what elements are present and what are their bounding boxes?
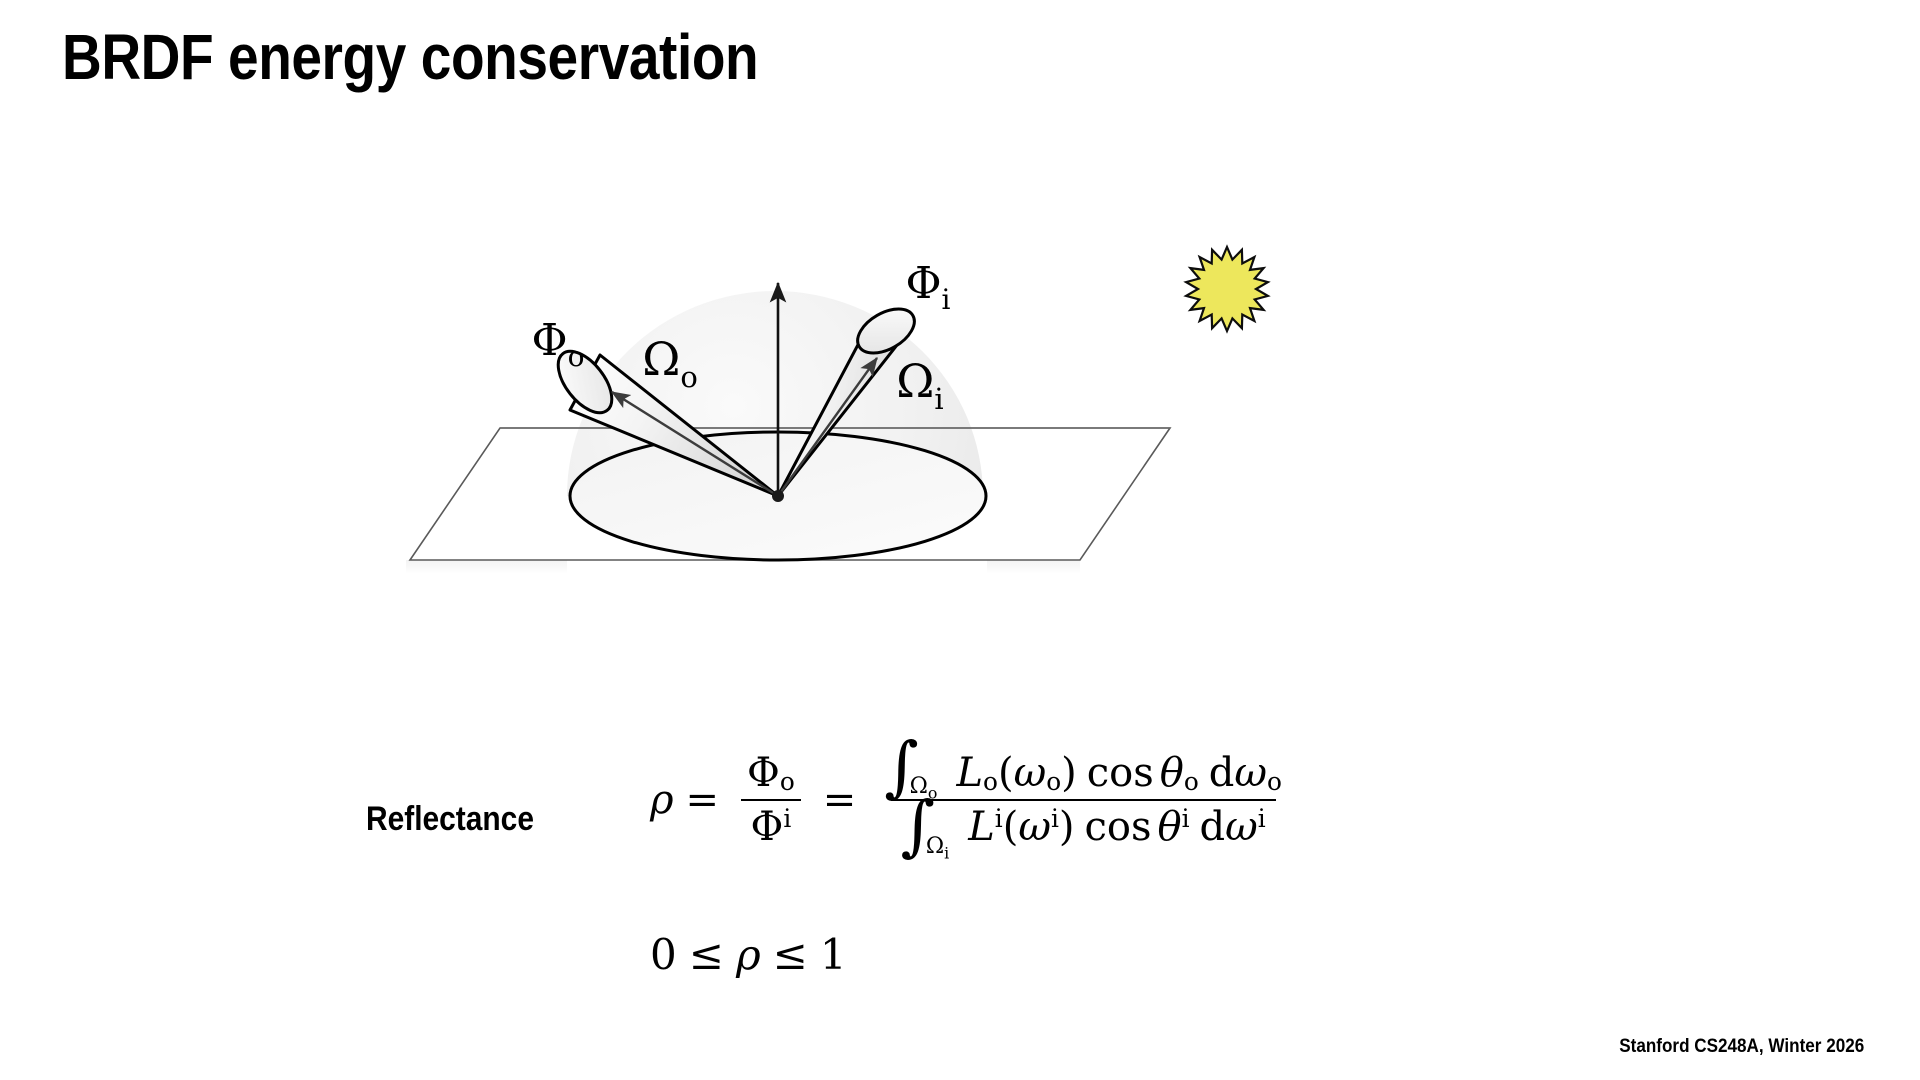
label-omega-in: Ωi — [896, 354, 943, 416]
numerator-integral: ∫Ωo — [884, 733, 946, 802]
radiance-out-symbol: L — [956, 750, 984, 797]
cos-in: cos — [1084, 804, 1152, 851]
slide-footer: Stanford CS248A, Winter 2026 — [1618, 1036, 1864, 1057]
radiance-in-subscript: i — [994, 804, 1003, 834]
incoming-solid-angle-cone — [776, 307, 916, 498]
phi-in-subscript: i — [783, 804, 792, 834]
outgoing-solid-angle-cone — [556, 349, 780, 498]
outgoing-cone-cap — [556, 349, 614, 415]
eq-rho: ρ — [650, 777, 674, 824]
omega-in-symbol: ω — [1018, 804, 1051, 851]
cos-out: cos — [1086, 750, 1154, 797]
theta-out-subscript: o — [1183, 767, 1199, 797]
d-omega-out-subscript: o — [1267, 767, 1282, 797]
page-title: BRDF energy conservation — [62, 21, 759, 93]
phi-out-subscript: o — [779, 767, 795, 797]
theta-in-symbol: θ — [1157, 804, 1182, 851]
radiance-out-subscript: o — [983, 767, 998, 797]
integral-limit-denominator: Ωi — [925, 833, 950, 862]
eq-equals-2: = — [822, 777, 857, 824]
reflectance-label: Reflectance — [366, 800, 534, 838]
d-omega-out-symbol: ω — [1234, 750, 1268, 797]
range-zero: 0 — [650, 930, 677, 979]
theta-out-symbol: θ — [1159, 750, 1184, 797]
omega-out-subscript: o — [1046, 767, 1062, 797]
sun-disc — [1201, 263, 1253, 315]
range-one: 1 — [819, 930, 847, 979]
sun-icon — [1183, 244, 1271, 334]
denominator-integral: ∫Ωi — [901, 793, 959, 862]
incoming-cone-cap — [856, 307, 916, 355]
phi-in-symbol: Φ — [750, 804, 784, 851]
integral-limit-numerator: Ωo — [909, 774, 938, 803]
d-omega-in-subscript: i — [1257, 804, 1266, 834]
numerator-close-paren: ) — [1061, 750, 1077, 797]
integral-sign-denominator: ∫ — [900, 787, 935, 865]
range-rho: ρ — [735, 930, 761, 979]
eq-equals-1: = — [685, 777, 720, 824]
integral-sign-numerator: ∫ — [884, 728, 919, 805]
outgoing-direction-arrow — [610, 390, 779, 498]
label-phi-in: Φi — [905, 258, 950, 316]
d-omega-in-symbol: ω — [1225, 804, 1258, 851]
omega-out-symbol: ω — [1013, 750, 1047, 797]
reflectance-range-inequality: 0 ≤ ρ ≤ 1 — [650, 930, 847, 979]
range-le-2: ≤ — [772, 930, 808, 979]
denominator-open-paren: ( — [1002, 804, 1019, 851]
theta-in-subscript: i — [1181, 804, 1190, 834]
brdf-hemisphere-diagram: Φo Ωo Φi Ωi — [380, 170, 1440, 600]
denominator-close-paren: ) — [1058, 804, 1075, 851]
radiance-in-symbol: L — [968, 804, 995, 851]
label-omega-out: Ωo — [642, 332, 698, 394]
d-out: d — [1208, 750, 1235, 797]
d-in: d — [1199, 804, 1226, 851]
numerator-open-paren: ( — [997, 750, 1014, 797]
omega-in-subscript: i — [1050, 804, 1059, 834]
label-phi-out: Φo — [532, 315, 585, 373]
incoming-direction-arrow — [777, 357, 878, 497]
range-le-1: ≤ — [688, 930, 724, 979]
surface-point — [772, 490, 784, 502]
phi-out-symbol: Φ — [747, 750, 780, 797]
